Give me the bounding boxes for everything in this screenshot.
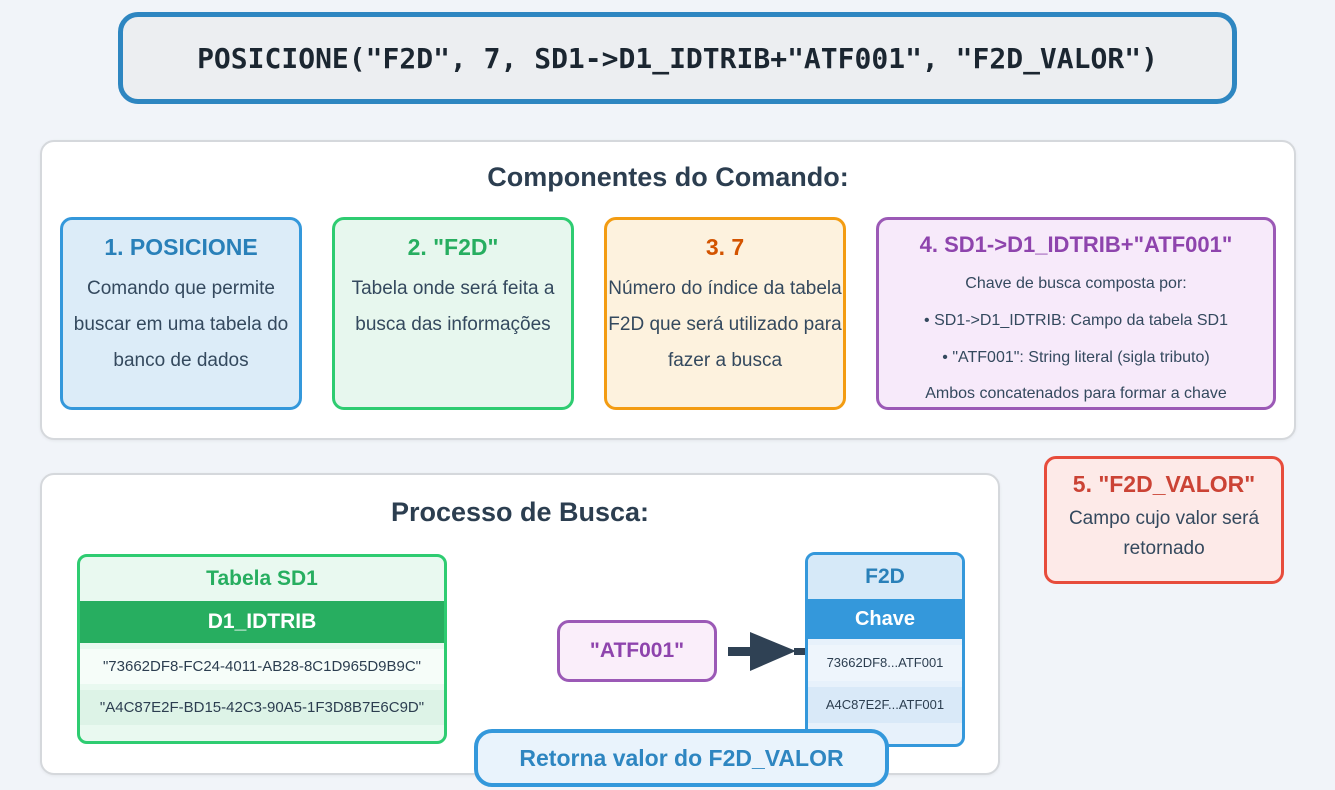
result-badge: Retorna valor do F2D_VALOR [474, 729, 889, 787]
component-box-return-field: 5. "F2D_VALOR" Campo cujo valor será ret… [1044, 456, 1284, 584]
sd1-column-header: D1_IDTRIB [80, 601, 444, 643]
process-card: Processo de Busca: Tabela SD1 D1_IDTRIB … [40, 473, 1000, 787]
f2d-table-row: 73662DF8...ATF001 [808, 645, 962, 681]
right-arrow-icon [728, 632, 810, 671]
component-box-index-body: Número do índice da tabela F2D que será … [608, 278, 842, 372]
key-line-3: • "ATF001": String literal (sigla tribut… [942, 348, 1210, 366]
process-title: Processo de Busca: [390, 497, 650, 527]
key-line-2: • SD1->D1_IDTRIB: Campo da tabela SD1 [924, 311, 1228, 329]
command-code-box: POSICIONE("F2D", 7, SD1->D1_IDTRIB+"ATF0… [118, 12, 1237, 104]
component-box-posicione-title: 1. POSICIONE [104, 234, 258, 260]
component-box-index-title: 3. 7 [705, 234, 745, 260]
key-line-4: Ambos concatenados para formar a chave [925, 385, 1227, 403]
key-literal-box: "ATF001" [557, 620, 717, 682]
f2d-column-header: Chave [808, 599, 962, 639]
sd1-table-title: Tabela SD1 [206, 567, 318, 590]
components-title: Componentes do Comando: [487, 162, 849, 192]
component-box-key-title: 4. SD1->D1_IDTRIB+"ATF001" [919, 232, 1233, 257]
command-code-text: POSICIONE("F2D", 7, SD1->D1_IDTRIB+"ATF0… [197, 41, 1158, 75]
component-box-key: 4. SD1->D1_IDTRIB+"ATF001" Chave de busc… [876, 217, 1276, 410]
components-card: Componentes do Comando: 1. POSICIONE Com… [40, 140, 1296, 440]
component-box-f2d-body: Tabela onde será feita a busca das infor… [351, 278, 555, 336]
components-row: 1. POSICIONE Comando que permite buscar … [42, 217, 1294, 410]
sd1-table-row: "A4C87E2F-BD15-42C3-90A5-1F3D8B7E6C9D" [80, 690, 444, 725]
f2d-table-row: A4C87E2F...ATF001 [808, 687, 962, 723]
component-box-index: 3. 7 Número do índice da tabela F2D que … [604, 217, 846, 410]
component-box-posicione: 1. POSICIONE Comando que permite buscar … [60, 217, 302, 410]
sd1-table-row: "73662DF8-FC24-4011-AB28-8C1D965D9B9C" [80, 649, 444, 684]
component-box-return-title: 5. "F2D_VALOR" [1072, 471, 1256, 497]
key-line-1: Chave de busca composta por: [965, 275, 1187, 292]
component-box-f2d: 2. "F2D" Tabela onde será feita a busca … [332, 217, 574, 410]
f2d-table-title: F2D [808, 555, 962, 599]
component-box-return-body: Campo cujo valor será retornado [1068, 508, 1260, 560]
sd1-table: Tabela SD1 D1_IDTRIB "73662DF8-FC24-4011… [77, 554, 447, 744]
component-box-f2d-title: 2. "F2D" [407, 234, 499, 260]
component-box-posicione-body: Comando que permite buscar em uma tabela… [73, 278, 289, 372]
component-box-key-body: Chave de busca composta por: • SD1->D1_I… [879, 266, 1273, 413]
f2d-table: F2D Chave 73662DF8...ATF001 A4C87E2F...A… [805, 552, 965, 747]
